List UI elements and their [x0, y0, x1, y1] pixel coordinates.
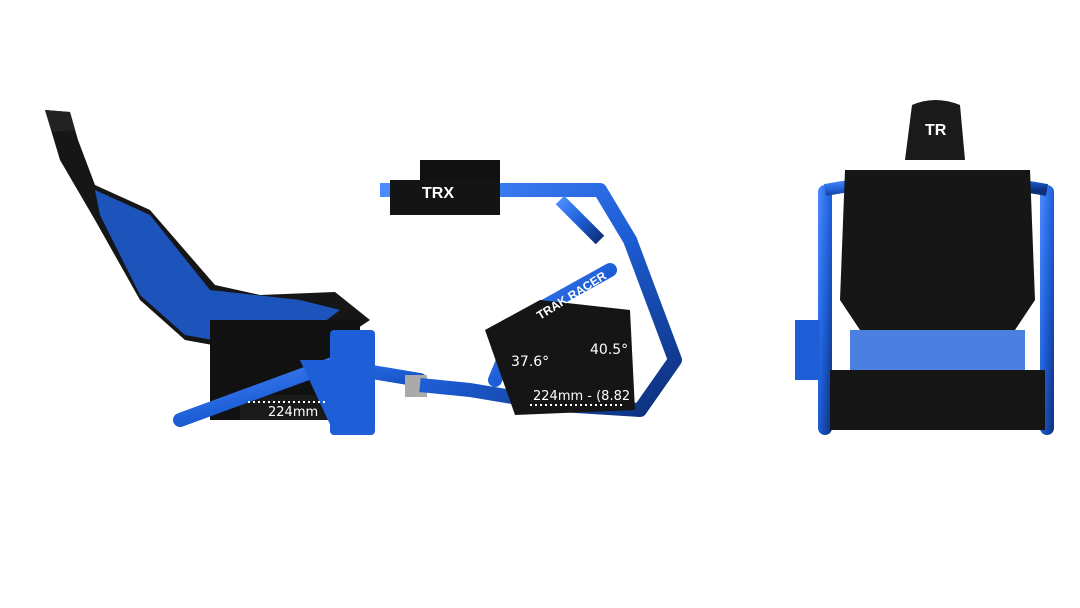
- cockpit-frame-side-view: [380, 160, 682, 417]
- tr-headrest-logo: TR: [925, 122, 947, 139]
- seat-side-view: [45, 110, 370, 350]
- pedal-angle-low-label: 37.6°: [511, 354, 549, 370]
- pedal-travel-label: 224mm - (8.82 ): [533, 389, 639, 404]
- trx-logo: TRX: [422, 185, 454, 202]
- seat-slider-travel-label: 224mm: [268, 405, 318, 420]
- seat-front-view: [795, 100, 1054, 435]
- pedal-angle-high-label: 40.5°: [590, 342, 628, 358]
